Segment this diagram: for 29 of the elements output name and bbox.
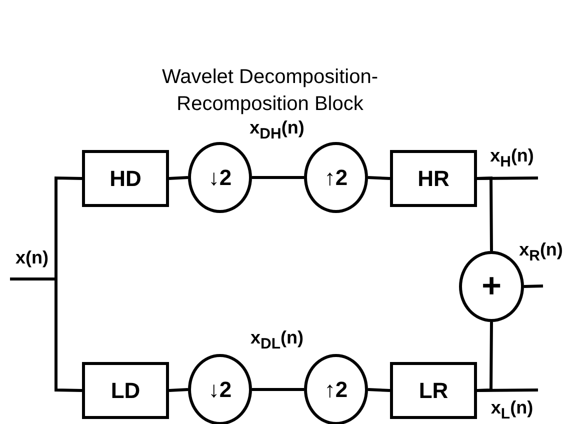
block-label: +	[482, 267, 502, 306]
signal-line	[252, 388, 304, 391]
signal-line	[168, 176, 188, 180]
signal-line	[368, 176, 390, 180]
block-label: HR	[418, 166, 450, 192]
signal-label: x$_{R}$(n)	[519, 240, 563, 264]
signal-label: x$_{DL}$(n)	[250, 328, 304, 352]
signal-label: x$_{H}$(n)	[490, 146, 534, 170]
block-label: ↑2	[324, 376, 348, 402]
block-label: LD	[110, 378, 140, 404]
filter-block	[390, 150, 477, 207]
block-label: ↓2	[208, 164, 232, 190]
block-label: HD	[110, 166, 142, 192]
signal-line	[252, 176, 304, 179]
signal-line	[476, 176, 538, 180]
filter-block	[390, 362, 477, 419]
signal-label: x$_{L}$(n)	[490, 398, 534, 422]
signal-line	[524, 284, 544, 288]
filter-block	[82, 150, 169, 207]
signal-line	[368, 388, 390, 392]
block-label: ↓2	[208, 376, 232, 402]
block-label: ↑2	[324, 164, 348, 190]
signal-line	[476, 388, 538, 392]
signal-line	[168, 388, 188, 392]
block-label: LR	[418, 378, 448, 404]
signal-label: x$_{DH}$(n)	[250, 118, 304, 142]
signal-label: x(n)	[16, 248, 48, 268]
diagram-title: Wavelet Decomposition-Recomposition Block	[160, 65, 379, 117]
filter-block	[82, 362, 169, 419]
